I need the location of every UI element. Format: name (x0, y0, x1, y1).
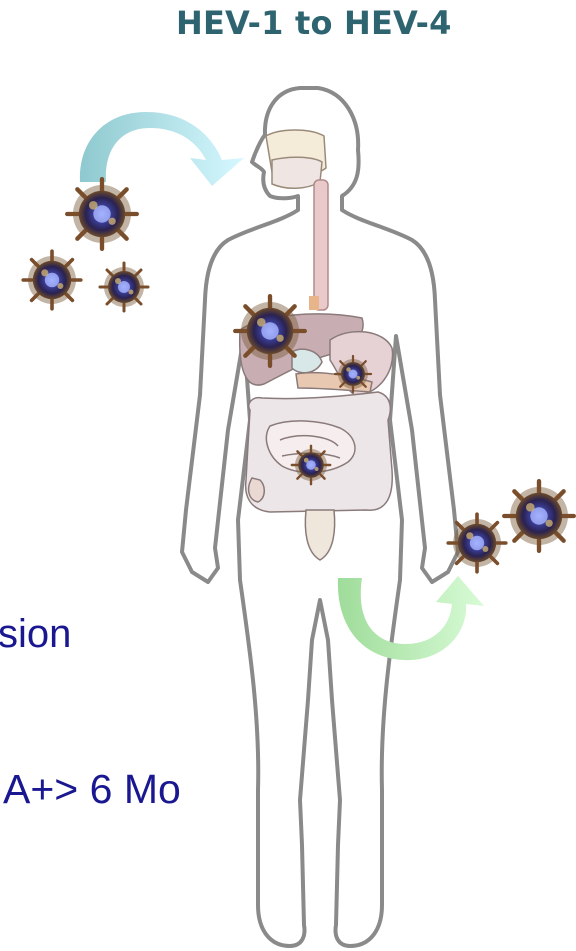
virus-particle-icon (67, 179, 137, 249)
esophagus (314, 180, 328, 310)
excretion-arrow-icon (338, 576, 484, 660)
virus-particle-icon (100, 263, 148, 311)
head-cavity (266, 130, 326, 188)
ingestion-arrow-icon (80, 112, 244, 186)
virus-particle-icon (448, 514, 506, 572)
virus-particle-icon (23, 251, 81, 309)
virus-particle-icon (292, 446, 330, 484)
virus-particle-icon (235, 296, 305, 366)
virus-particle-icon (335, 356, 371, 392)
virus-particle-icon (504, 481, 574, 551)
